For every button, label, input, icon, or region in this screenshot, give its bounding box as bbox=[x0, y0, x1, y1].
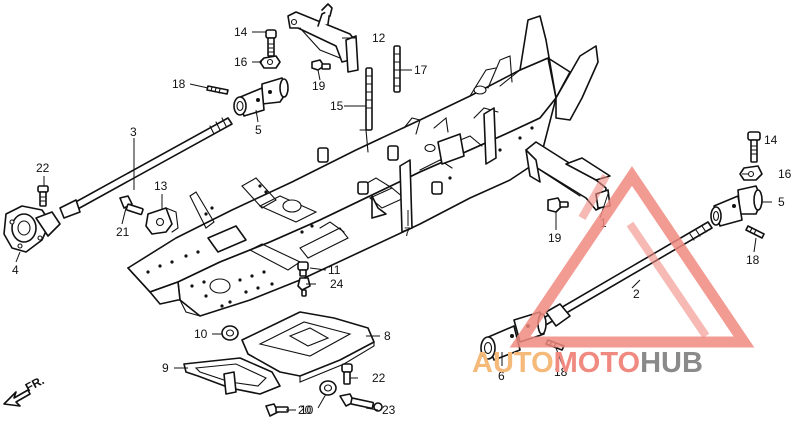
bolt-22-lower bbox=[341, 363, 353, 385]
skid-plate-8 bbox=[241, 311, 375, 383]
callout-18: 18 bbox=[172, 77, 186, 91]
bolt-20-lower-left bbox=[265, 403, 289, 417]
callout-17: 17 bbox=[414, 63, 428, 77]
watermark: AUTOMOTOHUB bbox=[472, 166, 755, 379]
callout-numbers: 1 2 3 4 5 5 6 7 8 9 10 10 11 12 13 14 14… bbox=[12, 25, 792, 417]
callout-15: 15 bbox=[330, 99, 344, 113]
roll-pin-18-right bbox=[745, 225, 765, 239]
callout-7: 7 bbox=[404, 225, 411, 239]
callout-5: 5 bbox=[255, 123, 262, 137]
bracket-12 bbox=[287, 3, 359, 73]
callout-16b: 16 bbox=[778, 167, 792, 181]
callout-22b: 22 bbox=[372, 371, 386, 385]
callout-21: 21 bbox=[116, 225, 130, 239]
bolt-11 bbox=[297, 261, 309, 277]
callout-12: 12 bbox=[372, 31, 386, 45]
callout-6: 6 bbox=[498, 369, 505, 383]
bolt-23 bbox=[339, 393, 383, 412]
callout-9: 9 bbox=[162, 361, 169, 375]
callout-13: 13 bbox=[154, 179, 168, 193]
bolt-22-left bbox=[37, 185, 49, 207]
bolt-19-right bbox=[547, 197, 569, 213]
bolt-24 bbox=[297, 277, 311, 297]
bolt-14-left bbox=[265, 29, 277, 57]
callout-2: 2 bbox=[633, 287, 640, 301]
steering-shaft-3 bbox=[59, 117, 233, 219]
nut-16-right bbox=[739, 165, 763, 181]
callout-8: 8 bbox=[384, 329, 391, 343]
callout-10: 10 bbox=[194, 327, 208, 341]
callout-5b: 5 bbox=[778, 195, 785, 209]
watermark-part-2: MOTO bbox=[554, 347, 640, 379]
washer-10-lower bbox=[319, 380, 337, 396]
callout-4: 4 bbox=[12, 263, 19, 277]
callout-11: 11 bbox=[328, 263, 341, 277]
bolt-21 bbox=[119, 195, 144, 216]
callout-14: 14 bbox=[234, 25, 248, 39]
bolt-19-left bbox=[311, 59, 331, 71]
watermark-part-3: HUB bbox=[640, 347, 703, 379]
flange-yoke-4 bbox=[3, 205, 61, 253]
stud-15 bbox=[365, 67, 373, 131]
washer-10-upper bbox=[221, 325, 239, 341]
callout-16: 16 bbox=[234, 55, 248, 69]
universal-joint-5-right bbox=[710, 185, 763, 227]
callout-20: 20 bbox=[298, 403, 312, 417]
callout-18b: 18 bbox=[746, 253, 760, 267]
bolt-14-right bbox=[747, 131, 761, 163]
bracket-9 bbox=[183, 357, 281, 395]
callout-3: 3 bbox=[130, 125, 137, 139]
callout-18c: 18 bbox=[554, 365, 568, 379]
callout-19b: 19 bbox=[548, 231, 562, 245]
watermark-triangle-icon bbox=[509, 166, 755, 348]
universal-joint-5-left bbox=[233, 77, 289, 117]
callout-10b: 10 bbox=[300, 403, 314, 417]
callout-14b: 14 bbox=[764, 133, 778, 147]
stud-17 bbox=[393, 45, 401, 93]
callout-19: 19 bbox=[312, 79, 326, 93]
column-bracket-1 bbox=[525, 141, 611, 211]
clamp-13 bbox=[145, 207, 179, 235]
roll-pin-18-left bbox=[206, 85, 229, 95]
front-arrow-icon bbox=[3, 389, 31, 407]
watermark-text: AUTOMOTOHUB bbox=[472, 347, 703, 379]
callout-23: 23 bbox=[382, 403, 396, 417]
front-direction-indicator: FR. bbox=[3, 373, 46, 407]
main-frame bbox=[127, 15, 599, 317]
nut-16-left bbox=[259, 55, 281, 69]
callout-24: 24 bbox=[330, 277, 344, 291]
callout-22: 22 bbox=[36, 161, 50, 175]
watermark-part-1: AUTO bbox=[472, 347, 554, 379]
